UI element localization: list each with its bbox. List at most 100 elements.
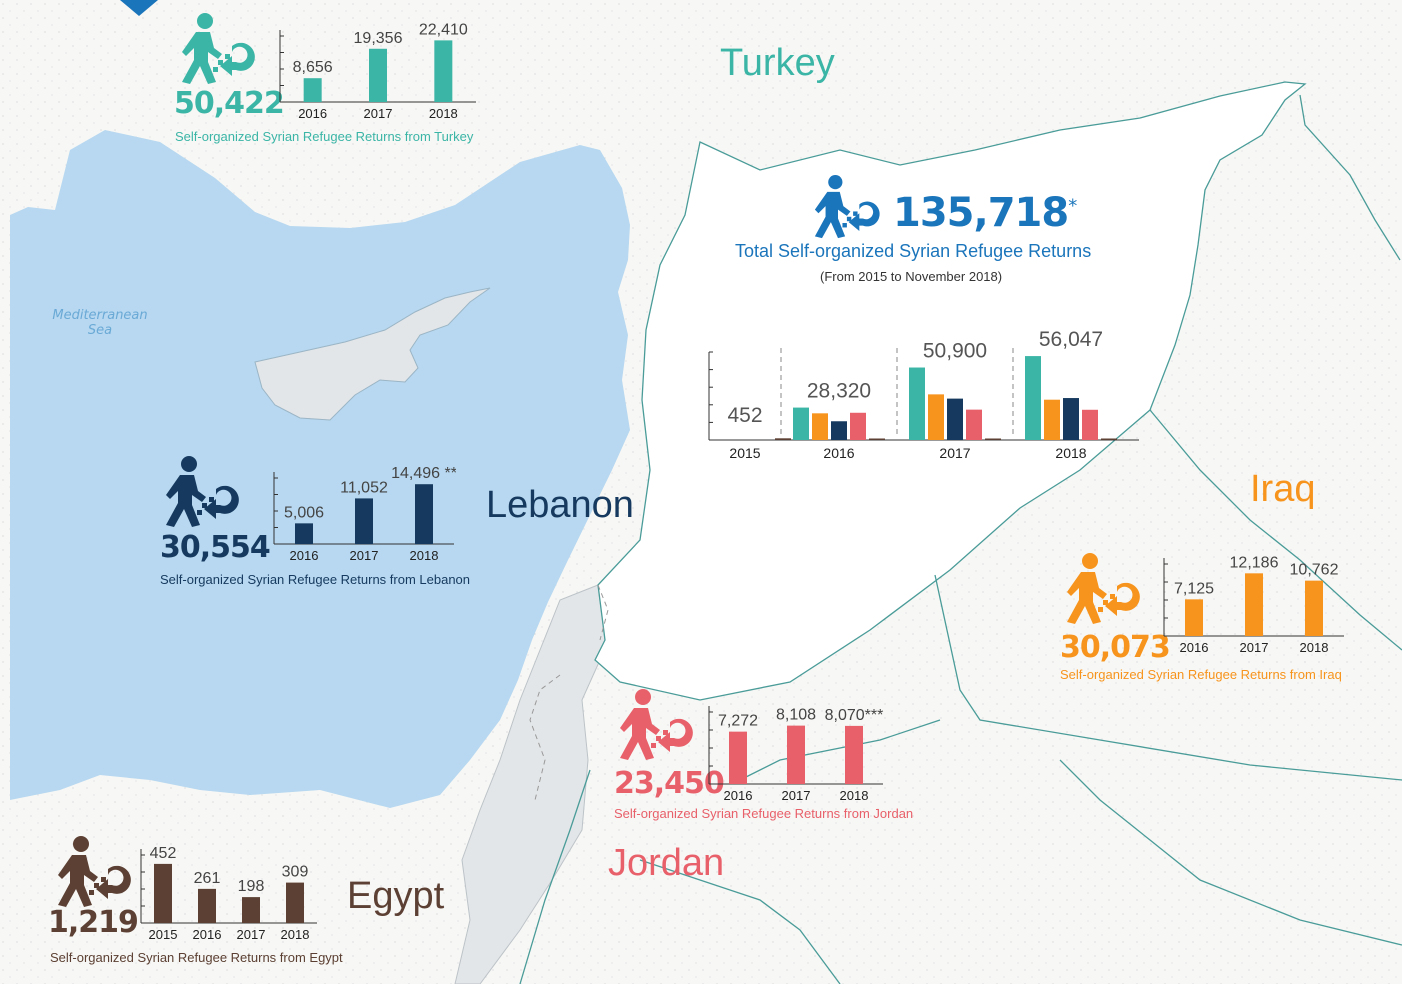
turkey-bar-2016 [303,78,322,102]
egypt-returning-person-icon [58,836,131,907]
total-bar-2018-series-4 [1101,438,1117,440]
total-value-number: 135,718 [893,190,1069,236]
egypt-data-label-2015: 452 [150,845,177,862]
jordan-x-tick-label-2016: 2016 [724,788,753,803]
turkey-data-label-2017: 19,356 [354,30,403,47]
iraq-bar-2016 [1185,599,1203,636]
total-x-tick-label-2018: 2018 [1055,445,1086,461]
total-value-marker: * [1068,195,1077,217]
turkey-x-tick-label-2016: 2016 [298,106,327,121]
jordan-returning-person-icon [620,689,693,760]
lebanon-x-tick-label-2018: 2018 [410,548,439,563]
turkey-caption: Self-organized Syrian Refugee Returns fr… [175,129,474,144]
total-bar-2015-series-4 [775,438,791,440]
total-group-label-2018: 56,047 [1039,328,1103,351]
total-bar-2017-series-2 [947,398,963,440]
lebanon-x-tick-label-2016: 2016 [290,548,319,563]
jordan-bar-2018 [845,725,863,784]
total-bar-2018-series-3 [1082,409,1098,440]
sea-label-line1: Mediterranean [52,308,148,323]
egypt-data-label-2016: 261 [194,870,221,887]
lebanon-bar-2017 [355,498,373,544]
turkey-bar-chart: 8,656 2016 19,356 2017 22,410 2018 [279,21,476,121]
total-x-tick-label-2017: 2017 [939,445,970,461]
lebanon-x-tick-label-2017: 2017 [350,548,379,563]
country-label-lebanon: Lebanon [486,484,634,526]
neighbor-land-sinai [454,584,606,984]
sea-label: Mediterranean Sea [40,308,160,338]
total-bar-2016-series-0 [793,407,809,440]
lebanon-returning-person-icon [166,456,239,527]
total-group-label-2015: 452 [727,404,762,427]
total-group-label-2017: 50,900 [923,340,987,363]
iraq-data-label-2016: 7,125 [1174,580,1214,597]
total-bar-2016-series-4 [869,438,885,440]
jordan-data-label-2017: 8,108 [776,707,816,724]
turkey-x-tick-label-2018: 2018 [429,106,458,121]
iraq-x-tick-label-2018: 2018 [1300,640,1329,655]
lebanon-bar-chart: 5,006 2016 11,052 2017 14,496 ** 2018 [273,465,456,563]
iraq-bar-2017 [1245,573,1263,636]
egypt-bar-2018 [286,882,304,923]
egypt-x-tick-label-2018: 2018 [281,927,310,942]
egypt-caption: Self-organized Syrian Refugee Returns fr… [50,950,343,965]
jordan-x-tick-label-2017: 2017 [782,788,811,803]
turkey-data-label-2018: 22,410 [419,21,468,38]
jordan-bar-2017 [787,725,805,784]
total-bar-2017-series-0 [909,367,925,440]
turkey-total: 50,422 [174,86,285,121]
egypt-bar-chart: 452 2015 261 2016 198 2017 309 2018 [140,845,317,942]
egypt-data-label-2018: 309 [282,864,309,881]
lebanon-bar-2018 [415,484,433,544]
total-bar-2018-series-0 [1025,356,1041,440]
country-label-iraq: Iraq [1250,468,1316,510]
turkey-x-tick-label-2017: 2017 [364,106,393,121]
iraq-total: 30,073 [1060,630,1171,665]
egypt-bar-2017 [242,897,260,923]
jordan-bar-2016 [729,731,747,784]
lebanon-data-label-2018: 14,496 ** [391,465,456,482]
total-bar-2018-series-1 [1044,399,1060,440]
total-grouped-bar-chart: 452 2015 28,320 2016 50,900 2017 56,047 2018 [708,328,1139,461]
border-line [739,574,1402,781]
total-bar-2017-series-3 [966,409,982,440]
corner-marker [120,0,158,16]
sea-label-line2: Sea [87,323,113,338]
jordan-data-label-2018: 8,070*** [825,707,884,724]
lebanon-total: 30,554 [160,530,271,565]
total-returning-person-icon [814,175,880,239]
total-bar-2016-series-3 [850,412,866,440]
egypt-data-label-2017: 198 [238,878,265,895]
jordan-data-label-2016: 7,272 [718,713,758,730]
lebanon-data-label-2016: 5,006 [284,504,324,521]
turkey-bar-2018 [434,40,453,102]
turkey-returning-person-icon [182,13,255,84]
total-x-tick-label-2015: 2015 [729,445,760,461]
lebanon-caption: Self-organized Syrian Refugee Returns fr… [160,572,471,587]
egypt-x-tick-label-2015: 2015 [149,927,178,942]
iraq-data-label-2018: 10,762 [1290,562,1339,579]
total-group-label-2016: 28,320 [807,380,871,403]
iraq-data-label-2017: 12,186 [1230,554,1279,571]
total-bar-2016-series-1 [812,413,828,440]
country-label-jordan: Jordan [608,842,725,884]
total-title: Total Self-organized Syrian Refugee Retu… [735,241,1092,261]
total-bar-2017-series-1 [928,394,944,440]
turkey-data-label-2016: 8,656 [293,59,333,76]
total-bar-2018-series-2 [1063,398,1079,440]
border-line [639,759,1402,984]
egypt-total: 1,219 [48,905,139,940]
total-x-tick-label-2016: 2016 [823,445,854,461]
iraq-returning-person-icon [1067,553,1140,624]
country-label-turkey: Turkey [720,42,835,84]
egypt-x-tick-label-2016: 2016 [193,927,222,942]
jordan-caption: Self-organized Syrian Refugee Returns fr… [614,806,914,821]
total-subtitle: (From 2015 to November 2018) [820,269,1003,284]
egypt-x-tick-label-2017: 2017 [237,927,266,942]
border-line [529,584,609,801]
mediterranean-sea [10,130,630,808]
border-line [1149,94,1402,651]
lebanon-data-label-2017: 11,052 [340,479,388,496]
